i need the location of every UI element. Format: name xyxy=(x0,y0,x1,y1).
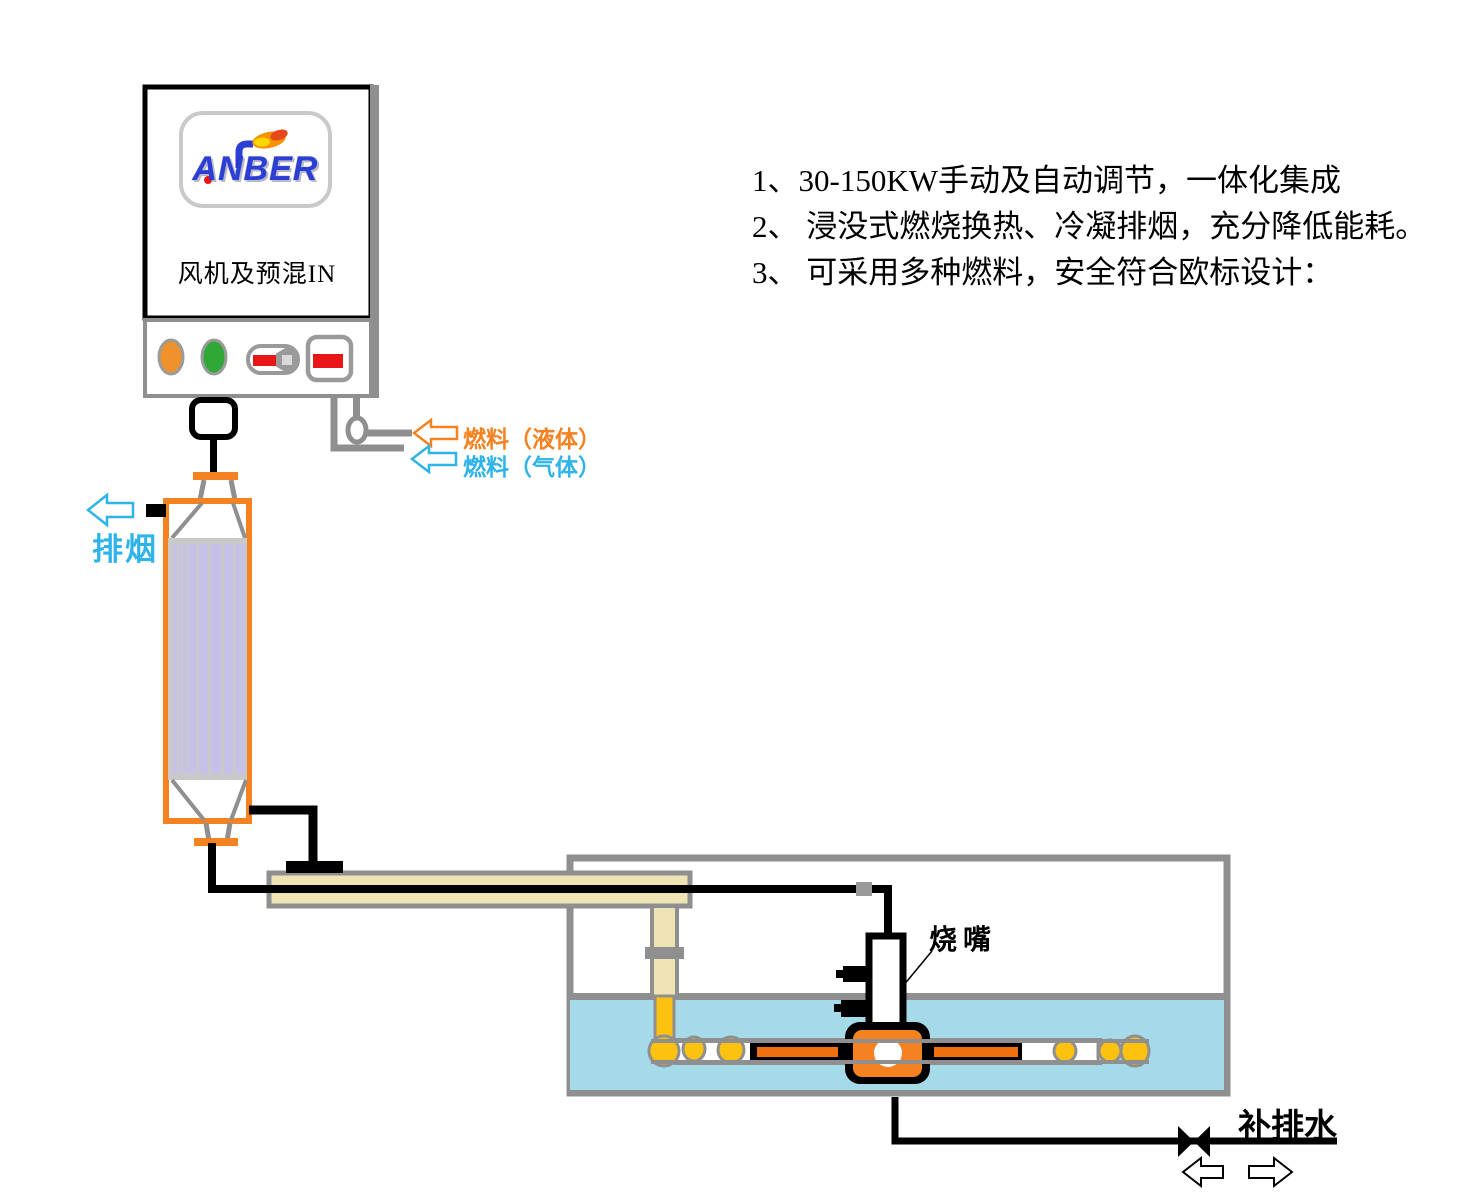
orange-indicator-lamp xyxy=(157,338,185,376)
logo-flame-icon xyxy=(204,129,288,184)
rotary-switch xyxy=(246,344,300,375)
fuel-gas-label: 燃料（气体） xyxy=(463,455,601,480)
exchanger-tube-core xyxy=(168,538,247,780)
burner-head xyxy=(845,1022,930,1084)
note-line-3: 3、 可采用多种燃料，安全符合欧标设计： xyxy=(752,255,1334,290)
gas-fuel-pipe xyxy=(330,396,404,452)
bubble-balls xyxy=(647,1034,1151,1068)
exchanger-top-neck xyxy=(197,479,238,501)
duct-tap-base xyxy=(286,861,343,873)
exhaust-label: 排烟 xyxy=(92,532,158,567)
burner-body xyxy=(865,932,907,1030)
exhaust-arrow-icon xyxy=(85,492,135,528)
logo-plate xyxy=(179,111,332,208)
down-pipe-submerged xyxy=(653,994,676,1042)
exchanger-bottom-funnel xyxy=(170,778,248,822)
burner-nozzle-label: 烧嘴 xyxy=(929,925,998,956)
fuel-liquid-arrow-icon xyxy=(411,417,459,449)
exchanger-top-funnel xyxy=(170,501,247,540)
red-stop-button xyxy=(305,334,354,383)
down-pipe-flange xyxy=(645,947,684,959)
feature-notes: 1、30-150KW手动及自动调节，一体化集成 2、 浸没式燃烧换热、冷凝排烟，… xyxy=(752,158,1426,296)
brand-logo-text: ANBER xyxy=(192,150,319,188)
liquid-fuel-pipe-stem xyxy=(353,396,360,419)
green-indicator-lamp xyxy=(200,338,228,376)
burner-side-connectors xyxy=(834,966,870,1017)
main-black-line xyxy=(208,843,892,935)
bottom-flange xyxy=(194,838,238,846)
top-flange xyxy=(193,472,238,480)
liquid-fuel-fitting xyxy=(345,415,369,445)
fuel-gas-arrow-icon xyxy=(409,443,458,475)
water-makeup-drain-label: 补排水 xyxy=(1238,1109,1337,1145)
exhaust-stub-pipe xyxy=(146,504,166,517)
line-joint xyxy=(856,882,872,896)
note-line-2: 2、 浸没式燃烧换热、冷凝排烟，充分降低能耗。 xyxy=(752,209,1427,244)
makeup-right-arrow-icon xyxy=(1248,1155,1294,1189)
exchanger-to-duct-elbow xyxy=(249,805,318,864)
drain-left-arrow-icon xyxy=(1181,1155,1224,1189)
fuel-liquid-label: 燃料（液体） xyxy=(463,427,601,452)
fan-premix-label: 风机及预混IN xyxy=(177,261,337,288)
fan-outlet-stem xyxy=(210,437,217,473)
control-box-right-strip xyxy=(370,85,379,398)
fan-outlet-connector xyxy=(189,397,238,440)
note-line-1: 1、30-150KW手动及自动调节，一体化集成 xyxy=(752,163,1341,198)
tube-rails xyxy=(651,1039,1149,1064)
valve-icon xyxy=(1178,1126,1210,1157)
burner-callout-line xyxy=(902,950,933,987)
